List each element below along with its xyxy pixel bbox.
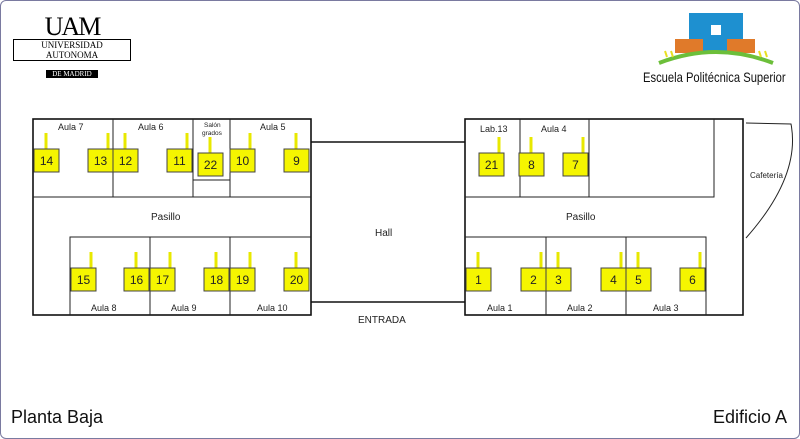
marker-number: 2: [530, 273, 537, 287]
marker-number: 11: [173, 154, 186, 168]
room-aula8: Aula 8: [91, 303, 117, 313]
room-aula9: Aula 9: [171, 303, 197, 313]
marker-15: 15: [70, 252, 97, 292]
room-cafeteria: Cafetería: [750, 171, 783, 180]
marker-box: [545, 267, 572, 292]
marker-box: [478, 152, 505, 177]
marker-number: 6: [689, 273, 696, 287]
room-aula10: Aula 10: [257, 303, 288, 313]
marker-number: 12: [119, 154, 133, 168]
marker-number: 4: [610, 273, 617, 287]
room-aula2: Aula 2: [567, 303, 593, 313]
marker-19: 19: [229, 252, 256, 292]
marker-box: [518, 152, 545, 177]
marker-1: 1: [465, 252, 492, 292]
eps-logo: Escuela Politécnica Superior: [631, 11, 797, 89]
marker-box: [166, 148, 193, 173]
room-hall: Hall: [375, 228, 392, 239]
room-lab13: Lab.13: [480, 124, 508, 134]
marker-18: 18: [203, 252, 230, 292]
marker-box: [149, 267, 176, 292]
marker-number: 20: [290, 273, 304, 287]
marker-3: 3: [545, 252, 572, 292]
marker-box: [123, 267, 150, 292]
room-aula7: Aula 7: [58, 122, 84, 132]
room-salon: Salón: [204, 122, 221, 129]
marker-number: 3: [555, 273, 562, 287]
marker-number: 17: [156, 273, 170, 287]
marker-number: 21: [485, 158, 499, 172]
marker-22: 22: [197, 137, 224, 177]
marker-14: 14: [33, 133, 60, 173]
marker-number: 1: [475, 273, 482, 287]
marker-number: 22: [204, 158, 218, 172]
marker-box: [229, 267, 256, 292]
room-aula1: Aula 1: [487, 303, 513, 313]
marker-box: [203, 267, 230, 292]
marker-box: [465, 267, 492, 292]
marker-number: 18: [210, 273, 224, 287]
marker-6: 6: [679, 252, 706, 292]
marker-2: 2: [520, 252, 547, 292]
marker-13: 13: [87, 133, 114, 173]
room-aula3: Aula 3: [653, 303, 679, 313]
marker-21: 21: [478, 137, 505, 177]
marker-9: 9: [283, 133, 310, 173]
marker-number: 16: [130, 273, 144, 287]
uam-name: UNIVERSIDAD AUTONOMA: [13, 39, 131, 61]
marker-box: [283, 267, 310, 292]
marker-5: 5: [625, 252, 652, 292]
marker-box: [562, 152, 589, 177]
marker-number: 19: [236, 273, 250, 287]
marker-7: 7: [562, 137, 589, 177]
marker-16: 16: [123, 252, 150, 292]
eps-emblem-icon: [658, 13, 774, 65]
marker-number: 10: [236, 154, 250, 168]
room-pasillo-left: Pasillo: [151, 212, 181, 223]
marker-box: [70, 267, 97, 292]
marker-number: 14: [40, 154, 54, 168]
room-aula6: Aula 6: [138, 122, 164, 132]
marker-4: 4: [600, 252, 627, 292]
eps-name: Escuela Politécnica Superior: [643, 69, 786, 85]
room-aula4: Aula 4: [541, 124, 567, 134]
cafeteria-outline: [745, 122, 794, 239]
marker-number: 7: [572, 158, 579, 172]
room-labels: Aula 7 Aula 6 Salón grados Aula 5 Pasill…: [58, 122, 783, 326]
marker-box: [33, 148, 60, 173]
marker-box: [112, 148, 139, 173]
room-pasillo-right: Pasillo: [566, 212, 596, 223]
marker-box: [197, 152, 224, 177]
marker-number: 13: [94, 154, 108, 168]
building-label: Edificio A: [712, 407, 787, 427]
uam-sub: DE MADRID: [46, 70, 98, 78]
uam-logo: UAM UNIVERSIDAD AUTONOMA DE MADRID: [13, 12, 131, 81]
floor-label: Planta Baja: [11, 407, 104, 427]
marker-box: [679, 267, 706, 292]
room-grados: grados: [202, 130, 223, 137]
marker-box: [625, 267, 652, 292]
marker-number: 9: [293, 154, 300, 168]
uam-mark: UAM: [44, 12, 102, 41]
marker-8: 8: [518, 137, 545, 177]
marker-11: 11: [166, 133, 193, 173]
marker-box: [283, 148, 310, 173]
marker-box: [229, 148, 256, 173]
marker-number: 5: [635, 273, 642, 287]
entrance-label: ENTRADA: [358, 315, 406, 326]
marker-number: 15: [77, 273, 91, 287]
marker-number: 8: [528, 158, 535, 172]
room-aula5: Aula 5: [260, 122, 286, 132]
marker-17: 17: [149, 252, 176, 292]
marker-12: 12: [112, 133, 139, 173]
marker-20: 20: [283, 252, 310, 292]
marker-10: 10: [229, 133, 256, 173]
